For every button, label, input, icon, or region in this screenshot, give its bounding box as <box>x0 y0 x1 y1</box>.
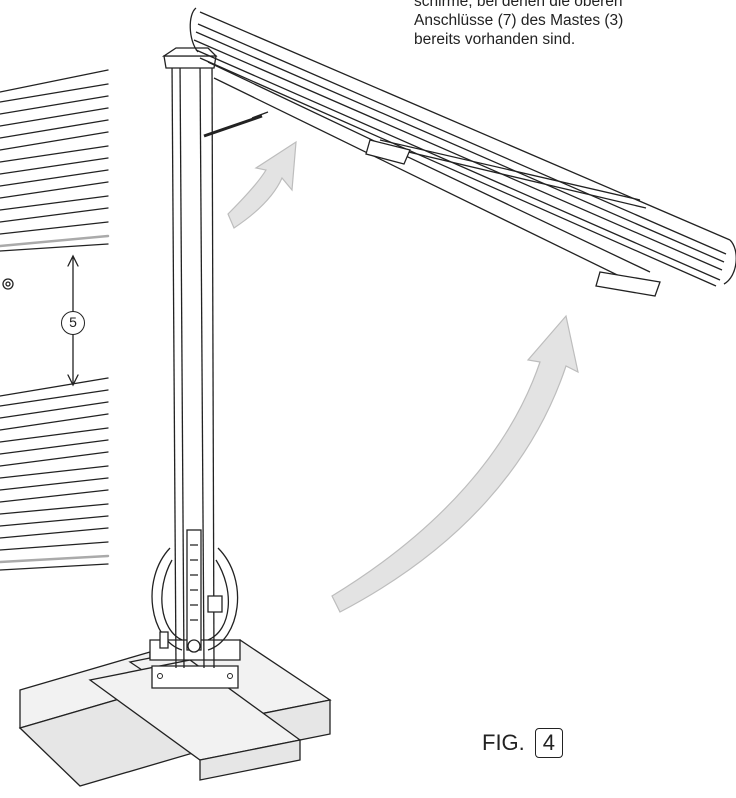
bolt-icon <box>2 278 14 290</box>
large-curved-arrow-icon <box>331 314 579 613</box>
caption-line: bereits vorhanden sind. <box>414 31 576 48</box>
figure-label: FIG. 4 <box>482 728 564 758</box>
slat-stack-top <box>0 69 110 252</box>
caption-line: Anschlüsse (7) des Mastes (3) <box>414 12 624 29</box>
rotation-arrows <box>227 140 579 613</box>
slat-stack-bottom <box>0 377 110 571</box>
mast <box>161 47 218 669</box>
figure-number: 4 <box>534 728 564 758</box>
callout-number: 5 <box>61 311 85 335</box>
cross-base <box>18 639 332 787</box>
foot-plate <box>151 665 239 689</box>
figure-prefix: FIG. <box>482 730 525 755</box>
crank-mechanism <box>151 529 239 653</box>
caption-text: schirme, bei denen die oberen Anschlüsse… <box>414 0 714 49</box>
small-curved-arrow-icon <box>227 140 297 229</box>
caption-line: schirme, bei denen die oberen <box>414 0 623 10</box>
canopy-arm <box>189 7 736 297</box>
support-strut <box>203 114 263 138</box>
